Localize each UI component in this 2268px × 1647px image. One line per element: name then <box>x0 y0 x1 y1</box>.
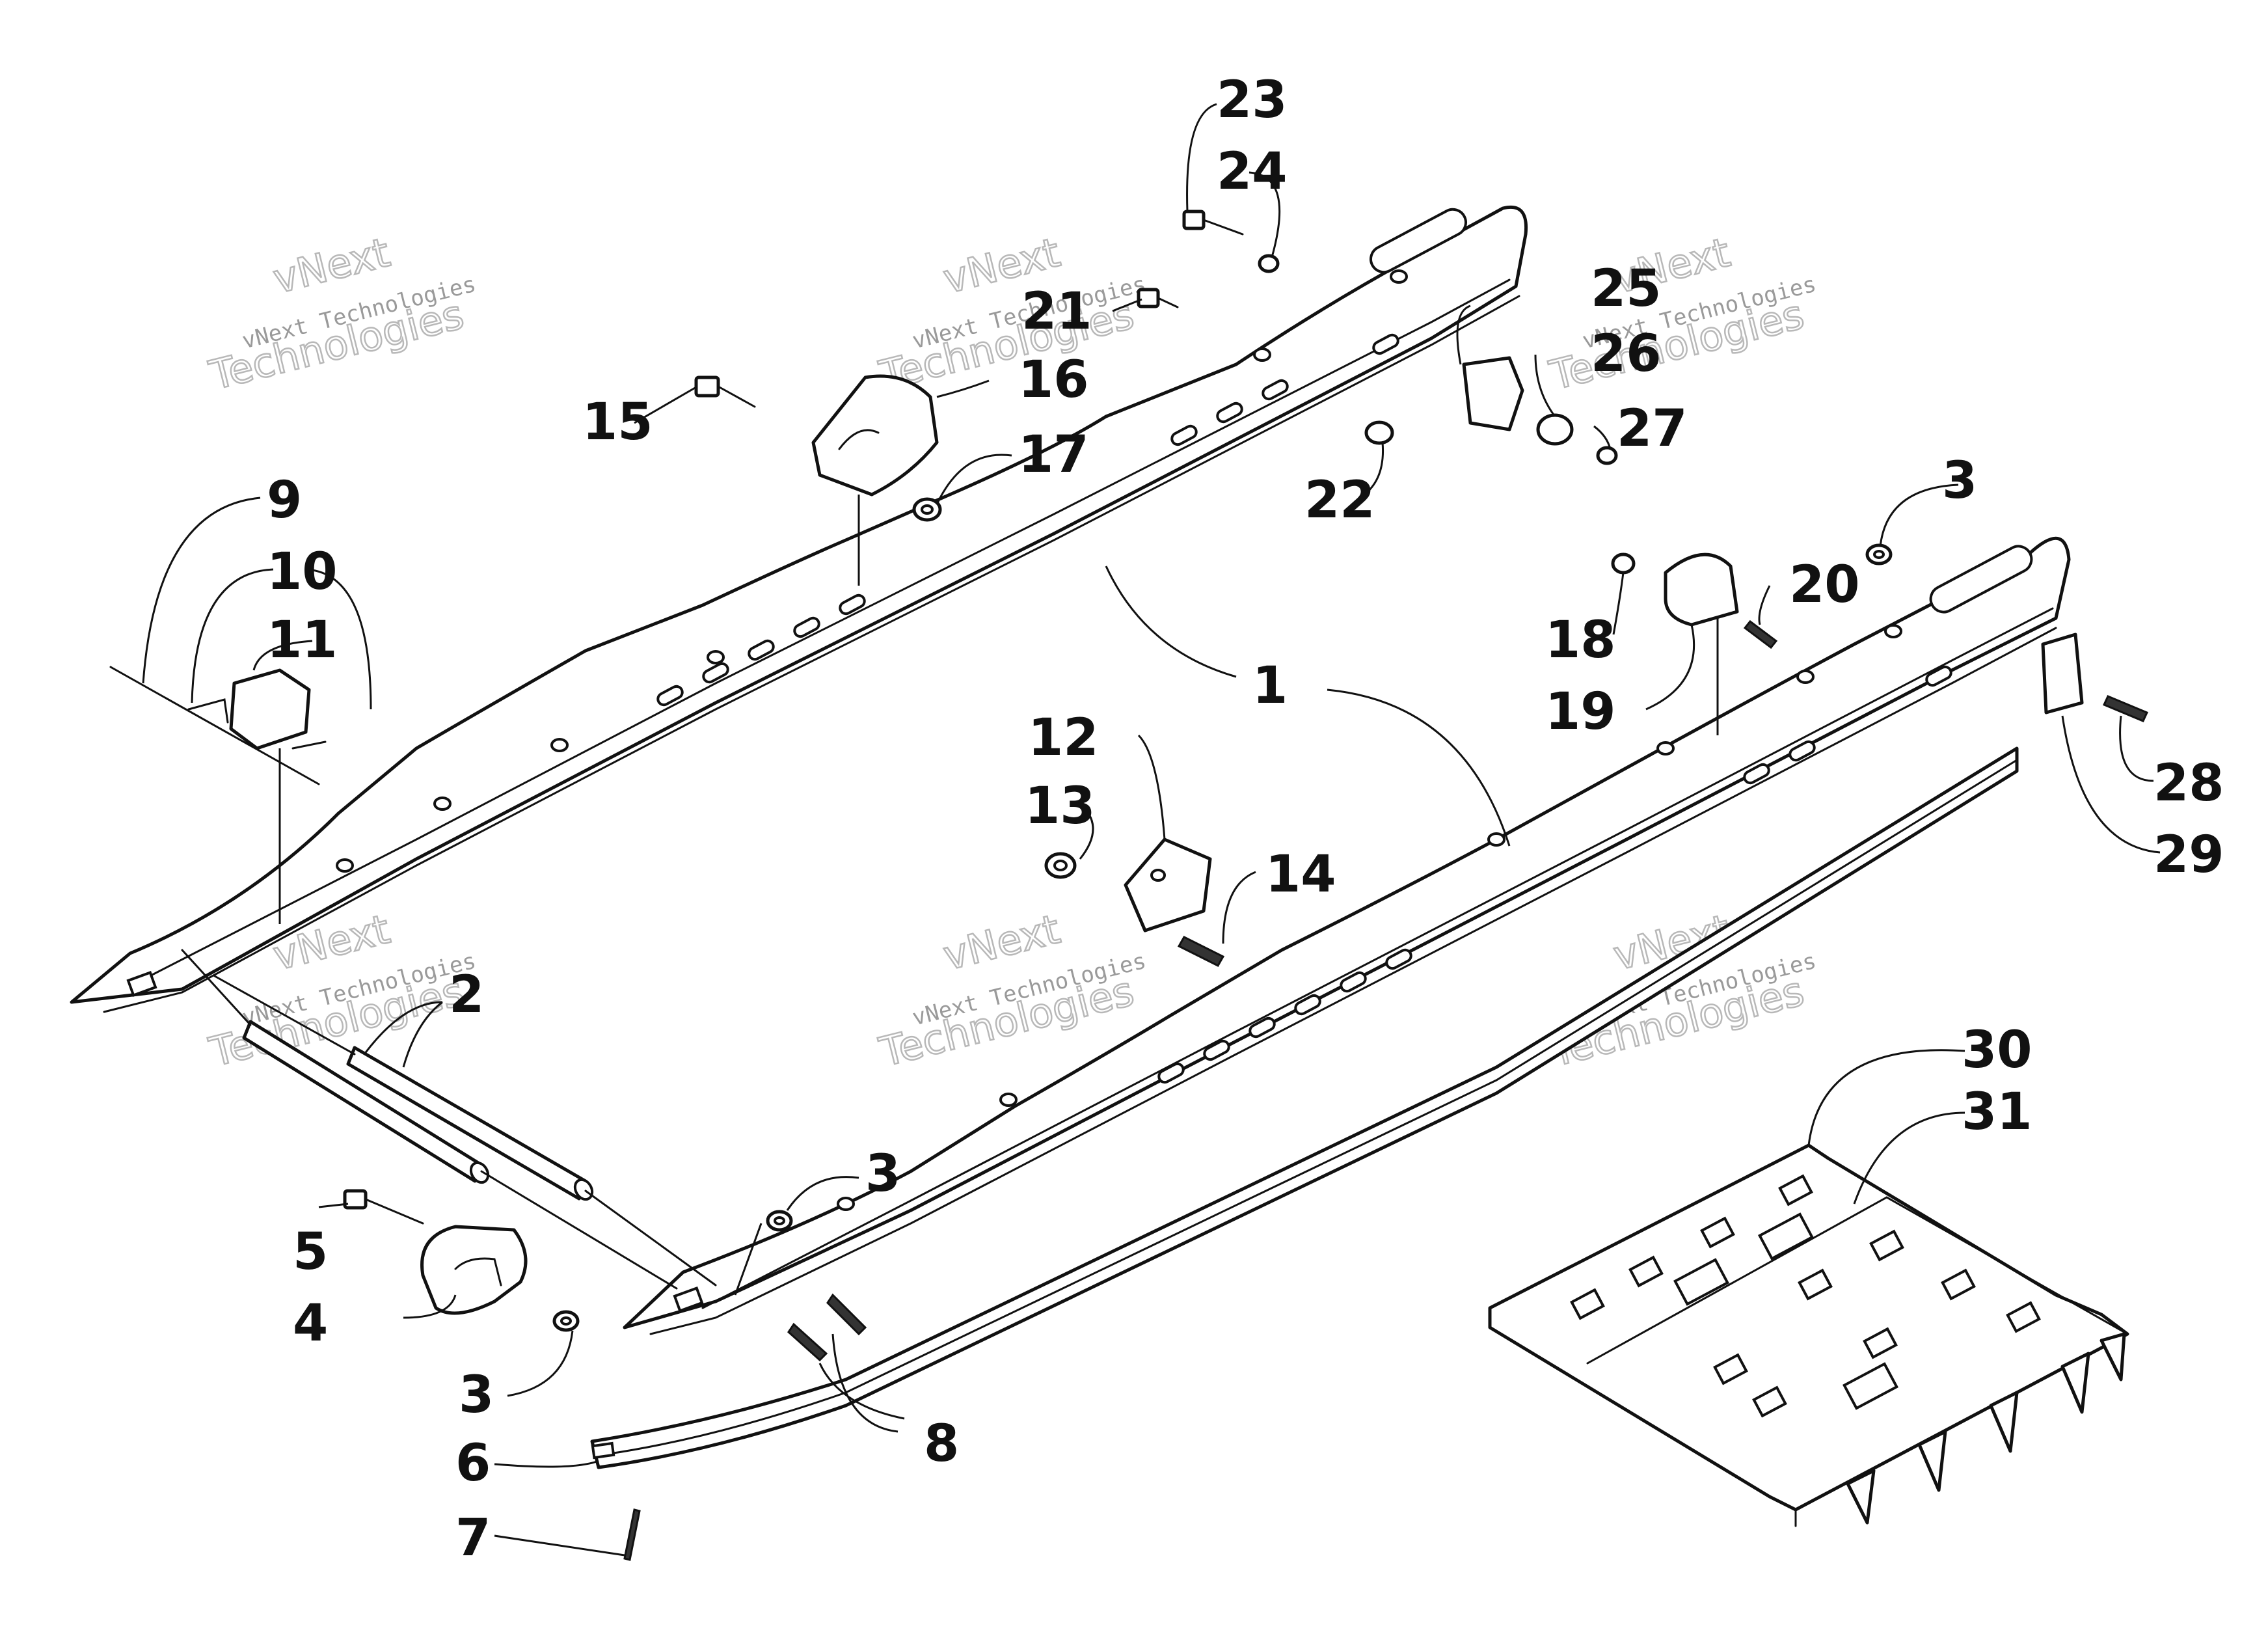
callout-30: 30 <box>1962 1021 2032 1080</box>
callout-17: 17 <box>1018 426 1089 484</box>
callout-15: 15 <box>582 393 653 452</box>
callout-20: 20 <box>1789 556 1860 614</box>
callout-3: 3 <box>459 1366 494 1424</box>
callout-1: 1 <box>1252 657 1288 715</box>
watermark: vNext vNext Technologies Technologies <box>204 228 478 400</box>
bolt <box>1743 619 1778 649</box>
nut <box>912 497 942 522</box>
watermark: vNext vNext Technologies Technologies <box>874 905 1148 1077</box>
callout-3: 3 <box>1942 452 1977 510</box>
callout-5: 5 <box>293 1223 328 1281</box>
watermark-line1: vNext <box>939 905 1064 980</box>
screw <box>623 1508 641 1561</box>
bolt <box>694 375 756 408</box>
spacer <box>1364 420 1394 445</box>
track-lugs <box>1846 1332 2126 1525</box>
washer <box>1258 254 1280 273</box>
callout-2: 2 <box>449 966 484 1024</box>
callout-29: 29 <box>2153 826 2224 884</box>
bolt <box>343 1189 424 1225</box>
callout-21: 21 <box>1021 282 1092 341</box>
callout-28: 28 <box>2153 754 2224 813</box>
end-bracket <box>2041 633 2084 715</box>
callout-9: 9 <box>267 471 302 530</box>
callout-26: 26 <box>1591 325 1662 383</box>
callout-11: 11 <box>267 611 338 670</box>
callout-14: 14 <box>1265 845 1336 904</box>
nut <box>1596 446 1618 465</box>
callout-7: 7 <box>455 1509 491 1568</box>
callout-4: 4 <box>293 1294 328 1353</box>
nut <box>766 1210 793 1232</box>
bolt <box>1177 936 1225 967</box>
callout-25: 25 <box>1591 260 1662 318</box>
callout-12: 12 <box>1028 709 1099 767</box>
mount-bracket <box>109 666 327 785</box>
nut <box>1611 552 1636 575</box>
rubber-bumper <box>420 1225 528 1315</box>
slide-rail-left <box>70 206 1528 1013</box>
nut <box>1865 543 1893 565</box>
stop-block <box>1664 552 1739 627</box>
bolts <box>787 1293 867 1362</box>
leader-lines <box>142 103 2161 1557</box>
rail-slot-row <box>656 333 1399 707</box>
wear-strip <box>590 746 2019 1469</box>
callout-24: 24 <box>1217 143 1288 201</box>
callout-22: 22 <box>1304 471 1375 530</box>
watermark-line1: vNext <box>269 228 394 303</box>
watermark: vNext vNext Technologies Technologies <box>1544 228 1818 400</box>
callout-8: 8 <box>924 1415 959 1473</box>
callout-31: 31 <box>1962 1083 2032 1141</box>
stop-block <box>1462 356 1524 431</box>
slide-rail-right <box>623 536 2071 1335</box>
callout-6: 6 <box>455 1434 491 1493</box>
callout-19: 19 <box>1545 683 1616 741</box>
pivot-block <box>811 374 939 497</box>
bolt <box>2102 695 2149 722</box>
callout-18: 18 <box>1545 611 1616 670</box>
callout-labels: 1 2 3 3 3 4 5 6 7 8 9 10 11 12 13 14 15 … <box>267 71 2224 1568</box>
cross-shafts <box>181 949 717 1290</box>
nut <box>1044 852 1077 879</box>
callout-13: 13 <box>1025 777 1096 836</box>
nut <box>552 1310 580 1332</box>
mount-plate <box>1124 837 1212 932</box>
spacer <box>1536 413 1574 446</box>
callout-10: 10 <box>267 543 338 601</box>
bolt <box>1182 210 1244 236</box>
watermark: vNext vNext Technologies Technologies <box>874 228 1148 400</box>
bolt <box>1137 288 1179 308</box>
rail-slot-row <box>1157 665 1952 1084</box>
callout-3: 3 <box>865 1145 900 1203</box>
track-section <box>1488 1143 2129 1527</box>
callout-27: 27 <box>1617 400 1688 458</box>
callout-16: 16 <box>1018 351 1089 409</box>
callout-23: 23 <box>1217 71 1288 129</box>
